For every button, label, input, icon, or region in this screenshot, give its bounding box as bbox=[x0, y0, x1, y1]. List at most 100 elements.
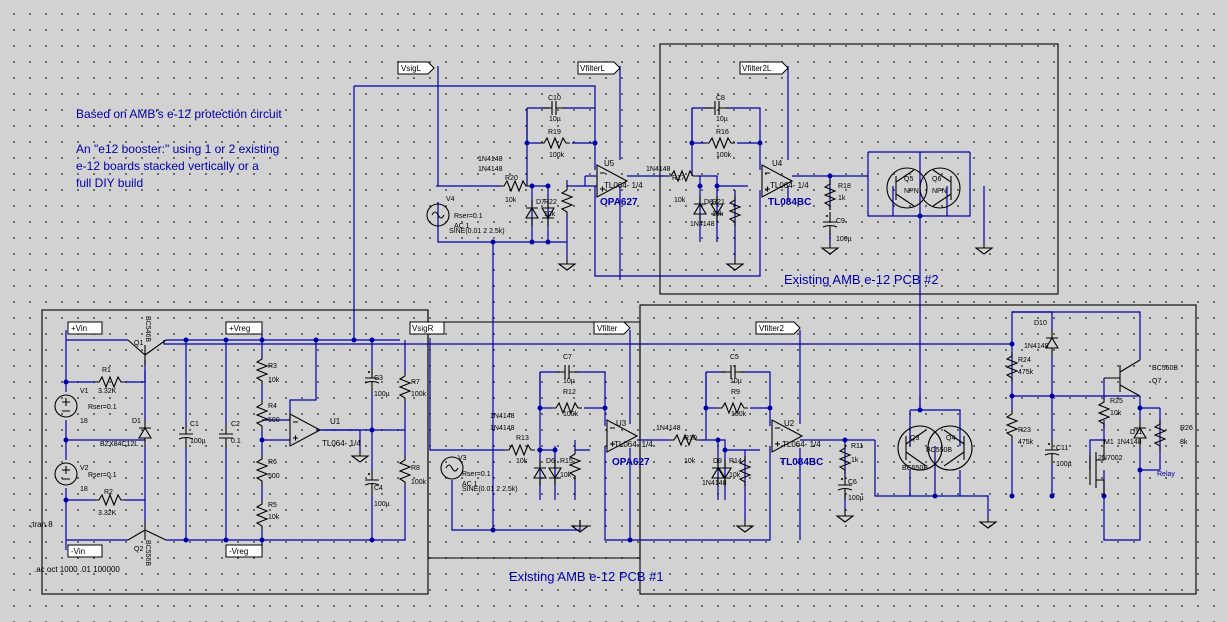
u5-alt: OPA627 bbox=[600, 197, 638, 208]
label-r6: R6 bbox=[268, 459, 277, 466]
junctions bbox=[63, 140, 1143, 543]
label-d7: D7 bbox=[536, 199, 545, 206]
label-r18v: 1k bbox=[838, 195, 846, 202]
label-c7v: 10µ bbox=[563, 378, 575, 385]
label-c10v: 10µ bbox=[549, 116, 561, 123]
note-line-3: e-12 boards stacked vertically or a bbox=[76, 159, 259, 173]
label-c9v: 100µ bbox=[836, 236, 852, 243]
label-d-1n4148-b: 1N4148 bbox=[478, 166, 503, 173]
u3-model: TL064- 1/4 bbox=[614, 440, 653, 449]
label-r18: R18 bbox=[838, 183, 851, 190]
label-c2v: 0.1 bbox=[231, 438, 241, 445]
ac-directive: .ac oct 1000 .01 100000 bbox=[34, 565, 120, 574]
label-v1r: Rser=0.1 bbox=[88, 404, 117, 411]
u4-model: TL064- 1/4 bbox=[770, 181, 809, 190]
q3-symbol bbox=[897, 425, 943, 471]
label-v1: V1 bbox=[80, 388, 89, 395]
label-r19v: 100k bbox=[549, 152, 565, 159]
label-r21v: 10k bbox=[712, 211, 724, 218]
q2-symbol bbox=[127, 520, 167, 541]
r4-symbol bbox=[256, 399, 268, 431]
gnd-7-icon bbox=[736, 519, 754, 533]
label-c11v: 100µ bbox=[1056, 461, 1072, 468]
u1-symbol bbox=[289, 413, 321, 447]
u5-model: TL064- 1/4 bbox=[604, 181, 643, 190]
net-vsigl: VsigL bbox=[401, 64, 422, 73]
q4-symbol bbox=[927, 425, 973, 471]
label-d11m: 1N4148 bbox=[1117, 439, 1142, 446]
label-v3: V3 bbox=[458, 455, 467, 462]
label-q7m: BC560B bbox=[1152, 365, 1178, 372]
net-vfilter2: Vfilter2 bbox=[759, 324, 784, 333]
label-d1: D1 bbox=[132, 418, 141, 425]
label-r10v: 10k bbox=[684, 458, 696, 465]
net-vsigr: VsigR bbox=[412, 324, 434, 333]
label-v2: V2 bbox=[80, 465, 89, 472]
label-r21: R21 bbox=[712, 199, 725, 206]
c9-symbol bbox=[822, 211, 838, 237]
label-c8: C8 bbox=[716, 95, 725, 102]
tran-directive: ;tran 8 bbox=[30, 520, 53, 529]
gnd-1-icon bbox=[558, 257, 576, 271]
r2-symbol bbox=[94, 494, 126, 506]
label-r16: R16 bbox=[716, 129, 729, 136]
label-r23: R23 bbox=[1018, 427, 1031, 434]
label-m1m: 2N7002 bbox=[1098, 455, 1123, 462]
label-relay: Relay bbox=[1157, 471, 1175, 478]
label-q3: Q3 bbox=[910, 435, 919, 442]
r5-symbol bbox=[256, 499, 268, 531]
net-vfilter2l: Vfilter2L bbox=[742, 64, 772, 73]
u1-model: TL064- 1/4 bbox=[322, 439, 361, 448]
note-line-2: An "e12 booster:" using 1 or 2 existing bbox=[76, 142, 279, 156]
label-r25: R25 bbox=[1110, 398, 1123, 405]
r8-symbol bbox=[399, 455, 411, 487]
label-v4s: SINE(0.01 2 2.5k) bbox=[449, 228, 505, 235]
label-r8: R8 bbox=[411, 465, 420, 472]
label-c6v: 100µ bbox=[848, 495, 864, 502]
r13-symbol bbox=[504, 444, 536, 456]
label-r3: R3 bbox=[268, 363, 277, 370]
u2-alt: TL084BC bbox=[780, 457, 823, 468]
label-c9: C9 bbox=[836, 218, 845, 225]
label-r12: R12 bbox=[563, 389, 576, 396]
label-q2: Q2 bbox=[134, 546, 143, 553]
label-q7: Q7 bbox=[1152, 378, 1161, 385]
label-c11: C11 bbox=[1056, 445, 1068, 452]
u1-name: U1 bbox=[330, 417, 341, 426]
label-r19: R19 bbox=[548, 129, 561, 136]
label-m1: M1 bbox=[1104, 439, 1114, 446]
label-r17v: 10k bbox=[674, 197, 686, 204]
power-supply-wires bbox=[65, 330, 406, 550]
label-d1m: BZX84C12L bbox=[100, 441, 138, 448]
label-r1: R1 bbox=[102, 367, 111, 374]
label-v2v: 18 bbox=[80, 486, 88, 493]
label-d11: D11 bbox=[1130, 429, 1142, 436]
label-v4a: AC 1 bbox=[454, 223, 470, 230]
q1-symbol bbox=[127, 339, 167, 365]
label-c8v: 10µ bbox=[716, 116, 728, 123]
r16-symbol bbox=[704, 137, 736, 149]
label-q1: Q1 bbox=[134, 340, 143, 347]
net-vreg-pos: +Vreg bbox=[229, 324, 250, 333]
label-q4: Q4 bbox=[946, 435, 955, 442]
label-r5: R5 bbox=[268, 502, 277, 509]
label-c2: C2 bbox=[231, 421, 240, 428]
label-c4v: 100µ bbox=[374, 501, 390, 508]
r19-symbol bbox=[539, 137, 571, 149]
r15-symbol bbox=[569, 449, 581, 481]
net-flags bbox=[67, 61, 801, 558]
label-c3: C3 bbox=[374, 375, 383, 382]
r23-symbol bbox=[1006, 409, 1018, 441]
label-d-1n4148-a: 1N4148 bbox=[478, 156, 503, 163]
pcb1-outline-right bbox=[639, 304, 1197, 595]
label-d9: D9 bbox=[713, 458, 722, 465]
r7-symbol bbox=[399, 371, 411, 403]
c10-symbol bbox=[541, 100, 567, 116]
pcb2-label: Existing AMB e-12 PCB #2 bbox=[784, 272, 939, 287]
label-r4v: 500 bbox=[268, 417, 280, 424]
label-r13: R13 bbox=[516, 435, 529, 442]
label-q6: Q6 bbox=[932, 176, 941, 183]
label-r24: R24 bbox=[1018, 357, 1031, 364]
label-r26: R26 bbox=[1180, 425, 1193, 432]
